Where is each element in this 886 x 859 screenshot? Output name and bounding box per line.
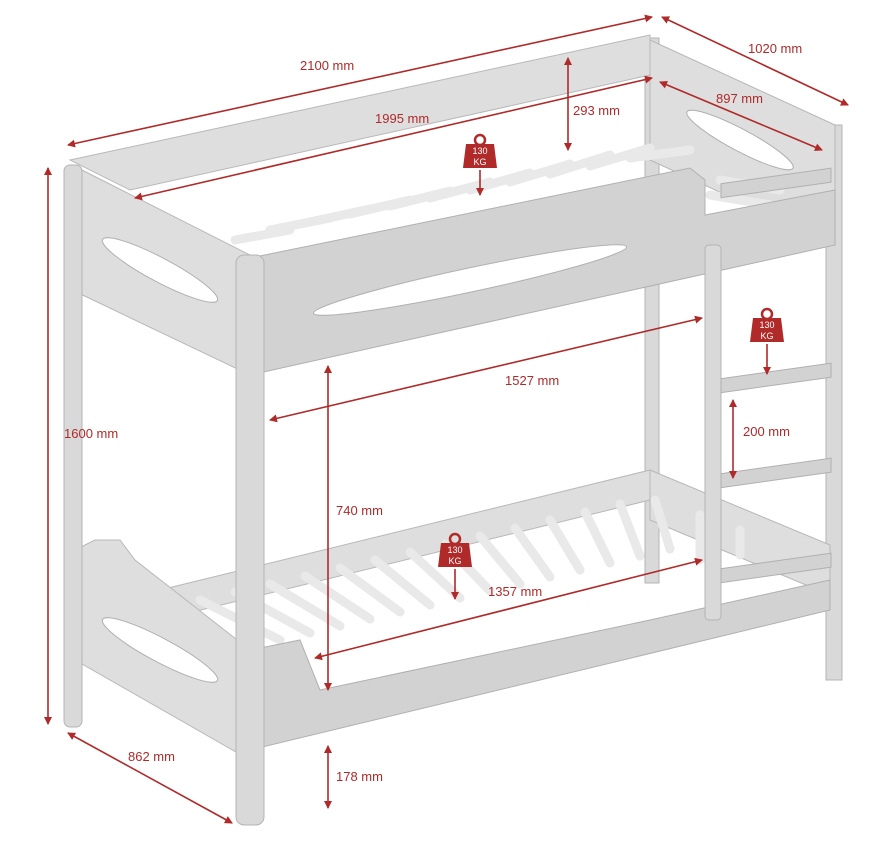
ladder-rail-left bbox=[704, 244, 722, 621]
dim-label-rung-spacing: 200 mm bbox=[743, 424, 790, 439]
dim-arrow-bottom-length bbox=[314, 557, 703, 661]
weight-unit: KG bbox=[760, 331, 773, 341]
dim-label-clear-length: 1527 mm bbox=[505, 373, 559, 388]
dim-label-height: 1600 mm bbox=[64, 426, 118, 441]
dim-label-guard-height: 293 mm bbox=[573, 103, 620, 118]
ladder[interactable] bbox=[704, 167, 832, 621]
bottom-front-panel bbox=[249, 579, 831, 751]
handle-slot bbox=[101, 617, 219, 683]
ladder-rung bbox=[720, 167, 832, 199]
bunk-bed bbox=[63, 34, 843, 826]
dim-label-footprint-width: 862 mm bbox=[128, 749, 175, 764]
weight-unit: KG bbox=[473, 157, 486, 167]
dim-label-inner-width: 897 mm bbox=[716, 91, 763, 106]
weight-badge-bottom: 130 KG bbox=[438, 532, 472, 600]
ladder-rung bbox=[720, 362, 832, 394]
front-middle-post bbox=[235, 254, 265, 826]
weight-unit: KG bbox=[448, 556, 461, 566]
dim-label-inner-length: 1995 mm bbox=[375, 111, 429, 126]
bottom-back-panel bbox=[159, 469, 651, 621]
weight-badge-top: 130 KG bbox=[463, 133, 497, 196]
dim-label-width: 1020 mm bbox=[748, 41, 802, 56]
dim-arrow-clear-length bbox=[269, 315, 703, 423]
ladder-rung bbox=[720, 457, 832, 489]
weight-icon bbox=[760, 307, 774, 321]
front-left-post bbox=[63, 164, 83, 728]
weight-value: 130 bbox=[447, 545, 462, 555]
dim-label-length: 2100 mm bbox=[300, 58, 354, 73]
dim-arrow-inner-width bbox=[659, 81, 823, 151]
dimensions: 2100 mm 1020 mm 1995 mm 897 mm 293 mm 16… bbox=[44, 14, 849, 824]
weight-badge-ladder: 130 KG bbox=[750, 307, 784, 375]
guard-slot bbox=[312, 244, 628, 316]
dim-label-under-clearance: 178 mm bbox=[336, 769, 383, 784]
ladder-rung bbox=[720, 552, 832, 584]
dim-arrow-footprint-width bbox=[67, 732, 233, 824]
weight-value: 130 bbox=[472, 146, 487, 156]
dim-label-bottom-length: 1357 mm bbox=[488, 584, 542, 599]
handle-slot bbox=[101, 237, 219, 303]
dim-label-bunk-clearance: 740 mm bbox=[336, 503, 383, 518]
weight-value: 130 bbox=[759, 320, 774, 330]
weight-icon bbox=[473, 133, 487, 147]
